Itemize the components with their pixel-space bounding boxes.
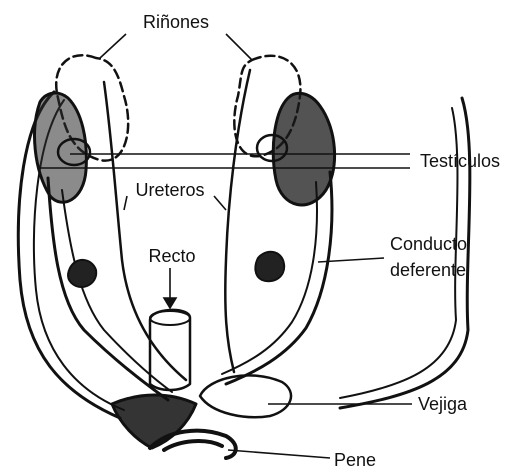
- left-gland: [68, 260, 96, 287]
- left-ureter: [104, 82, 186, 380]
- right-ureter: [225, 70, 250, 372]
- label-rectum: Recto: [148, 246, 195, 266]
- rectum-top: [150, 311, 190, 325]
- anatomy-illustration: [18, 55, 470, 458]
- label-testicles: Testículos: [420, 151, 500, 171]
- kidney-left-leader: [100, 34, 126, 58]
- label-vas-deferens-line1: Conducto: [390, 234, 467, 254]
- right-testis: [273, 93, 334, 205]
- ureters-right-leader: [214, 196, 226, 210]
- label-bladder: Vejiga: [418, 394, 468, 414]
- label-penis: Pene: [334, 450, 376, 470]
- rectum-arrowhead: [164, 298, 176, 308]
- penis-leader: [228, 450, 330, 458]
- kidney-right-leader: [226, 34, 252, 60]
- label-kidneys: Riñones: [143, 12, 209, 32]
- left-testis: [35, 93, 87, 202]
- urethra-base: [112, 395, 196, 448]
- ureters-left-leader: [124, 196, 127, 210]
- bladder-shape: [200, 375, 291, 417]
- label-ureters: Ureteros: [135, 180, 204, 200]
- label-vas-deferens-line2: deferente: [390, 260, 466, 280]
- right-gland: [255, 252, 284, 281]
